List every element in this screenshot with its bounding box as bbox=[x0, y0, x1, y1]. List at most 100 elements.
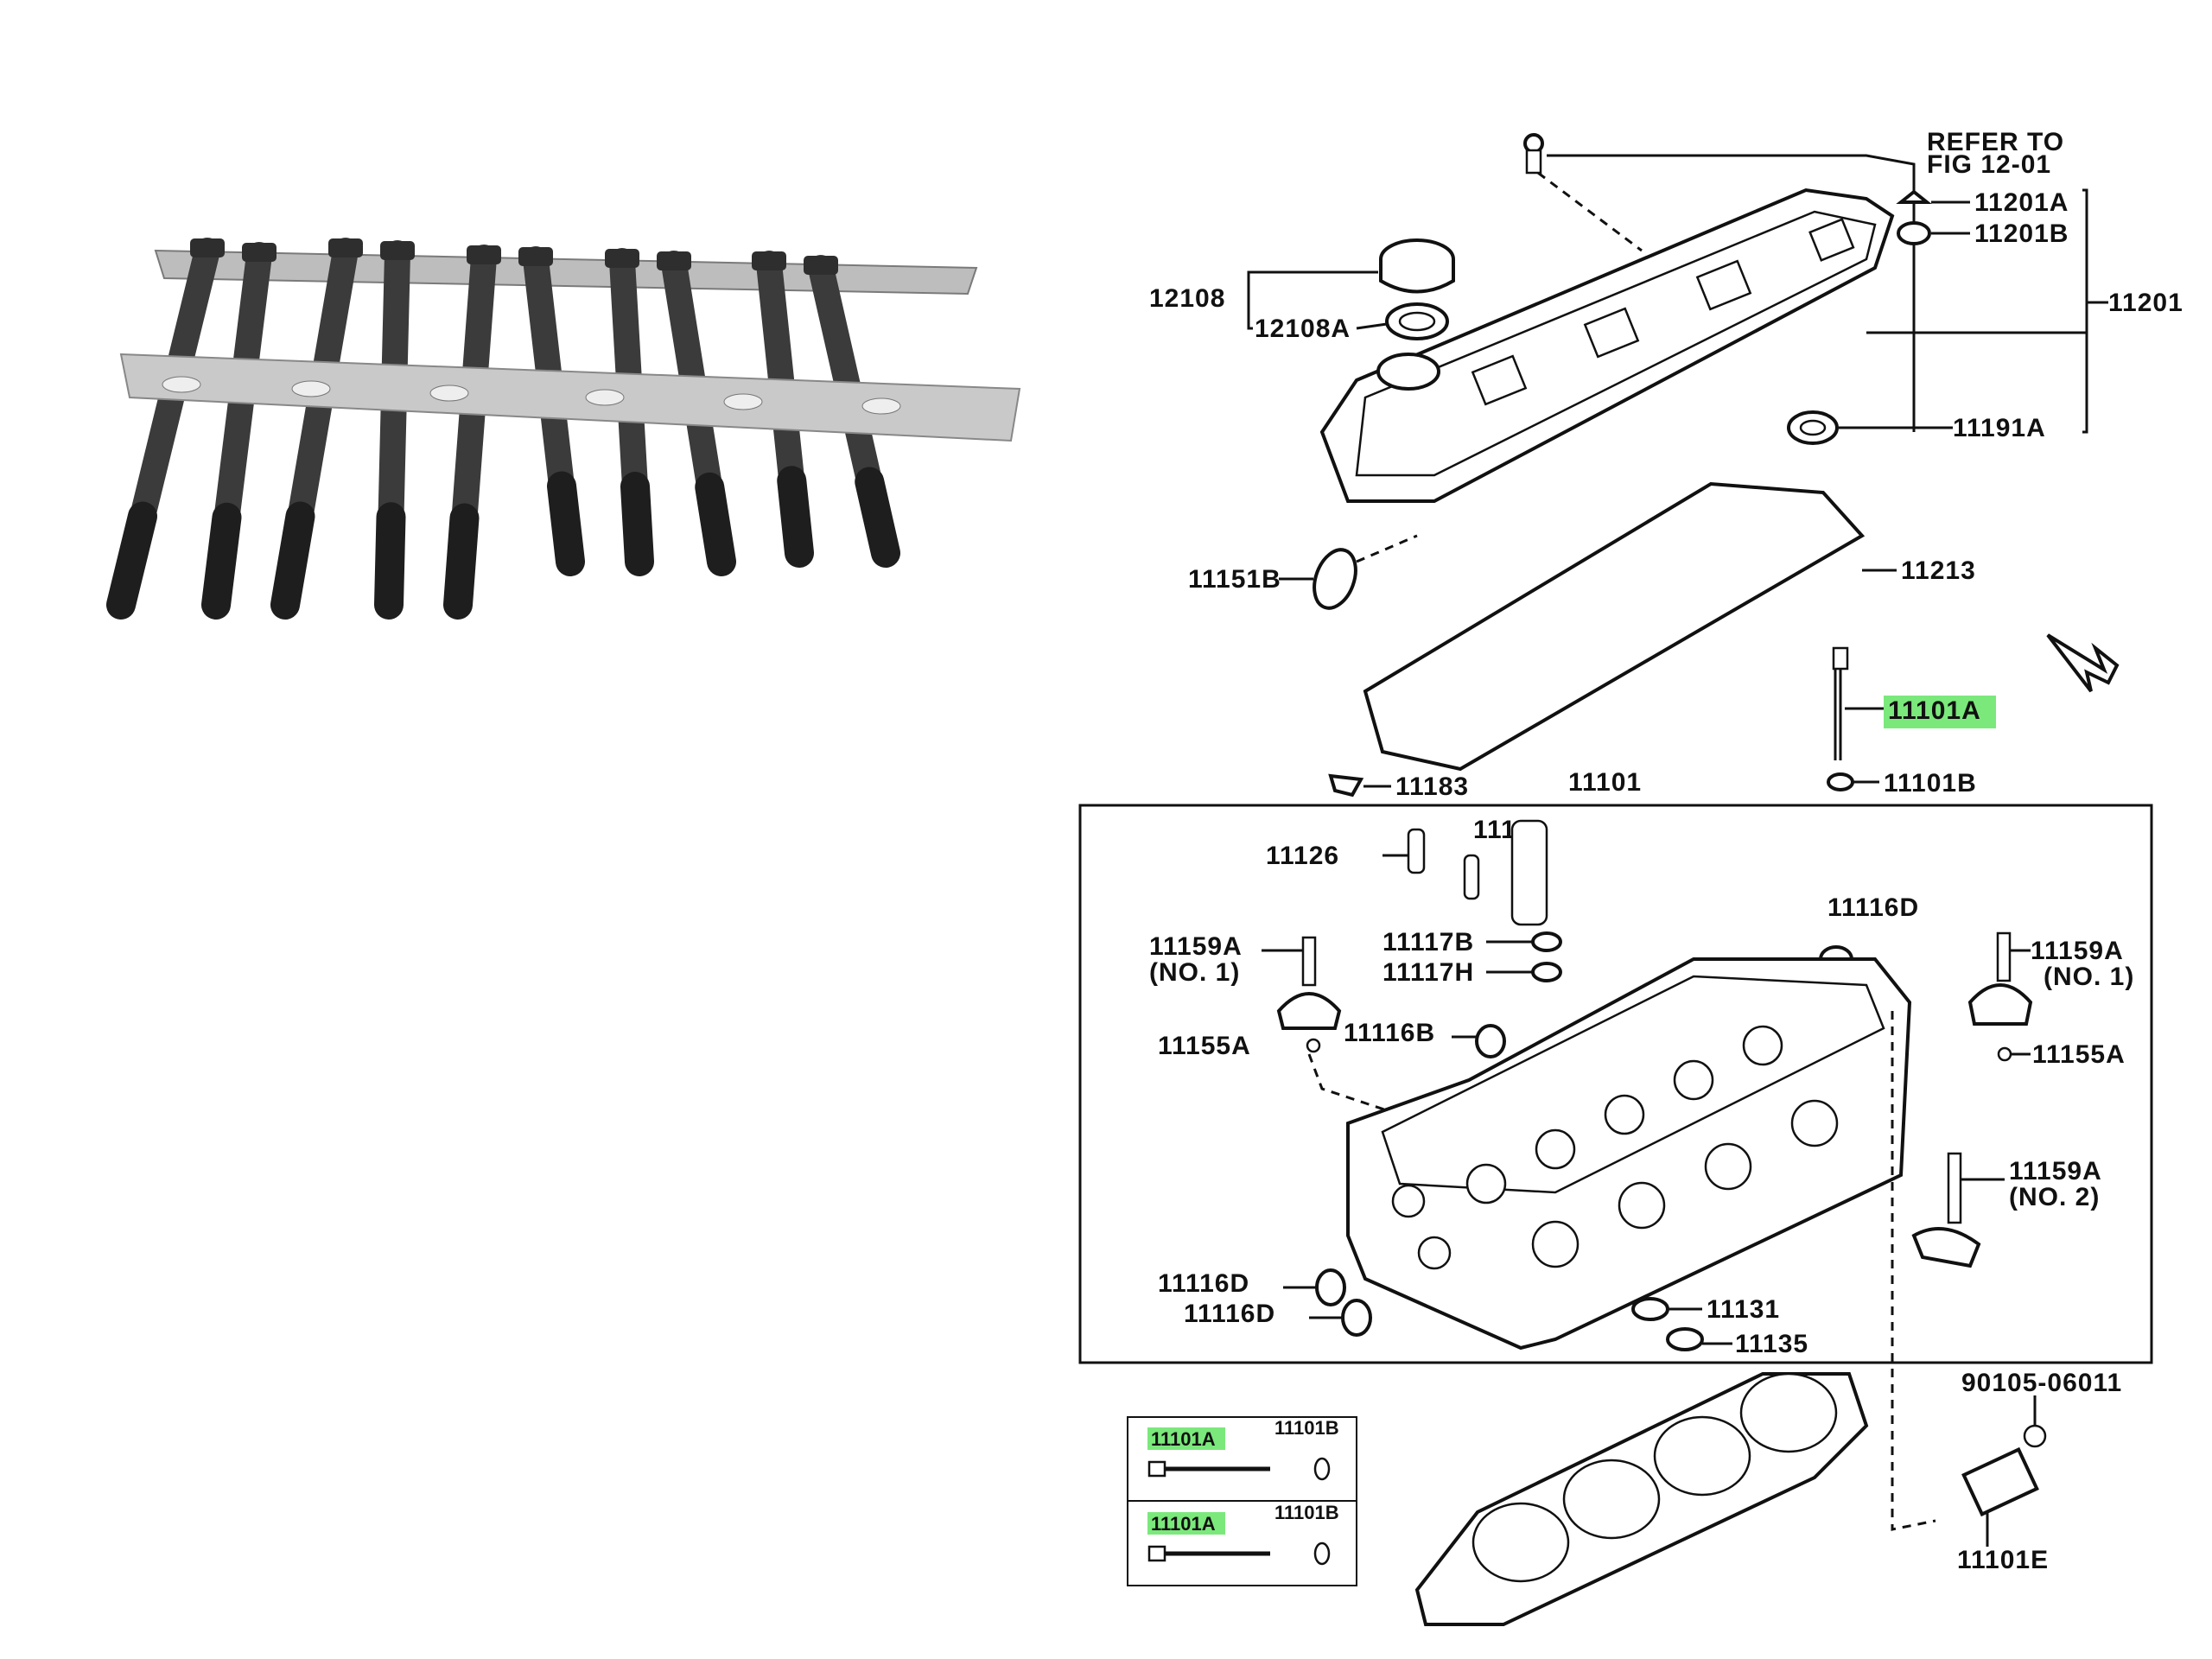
label-11201B: 11201B bbox=[1974, 219, 2069, 248]
label-11117H: 11117H bbox=[1382, 958, 1474, 987]
holder-hole bbox=[429, 385, 469, 402]
washer-11117B bbox=[1531, 931, 1562, 952]
bolt-thread bbox=[620, 472, 654, 576]
ring-11117H bbox=[1531, 962, 1562, 982]
label-11101B: 11101B bbox=[1884, 769, 1977, 798]
bolt-head bbox=[467, 245, 501, 264]
holder-hole bbox=[723, 393, 763, 410]
label-11191A: 11191A bbox=[1953, 414, 2046, 442]
guide-11122 bbox=[1463, 854, 1480, 900]
bearing-cap-right bbox=[1967, 983, 2033, 1026]
bolt-head bbox=[190, 238, 225, 257]
label-12108A: 12108A bbox=[1255, 315, 1351, 343]
label-11116B: 11116B bbox=[1344, 1019, 1435, 1047]
bolt-thread bbox=[695, 472, 736, 576]
bolt-thread bbox=[374, 502, 406, 620]
bolt-thread bbox=[547, 471, 585, 576]
bolt-thread bbox=[270, 501, 315, 620]
label-11116D-a: 11116D bbox=[1158, 1269, 1249, 1298]
label-11101E: 11101E bbox=[1957, 1546, 2049, 1574]
bolt-thread bbox=[443, 503, 480, 620]
rear-bolt-holder bbox=[154, 249, 978, 296]
cap-nut-icon bbox=[1896, 189, 1932, 204]
plug-11116B bbox=[1475, 1024, 1506, 1058]
holder-hole bbox=[861, 397, 901, 415]
sensor-11101E bbox=[1961, 1446, 2039, 1517]
bolt-thread bbox=[777, 466, 814, 568]
label-12108: 12108 bbox=[1149, 284, 1225, 313]
oil-filler-cap bbox=[1379, 238, 1455, 294]
label-11213: 11213 bbox=[1901, 556, 1976, 585]
label-11155A-right: 11155A bbox=[2032, 1040, 2126, 1069]
seal-11131 bbox=[1631, 1297, 1669, 1321]
inset-highlight-2 bbox=[1147, 1512, 1225, 1535]
bolt-thread bbox=[855, 467, 900, 568]
cylinder-head-group-frame bbox=[1078, 804, 2153, 1364]
inset-washer-1 bbox=[1313, 1457, 1331, 1481]
label-11159A-left: 11159A bbox=[1149, 932, 1243, 961]
label-11159A-no2: 11159A bbox=[2009, 1157, 2102, 1185]
bolt-head bbox=[328, 238, 363, 257]
washer-11101B bbox=[1827, 772, 1854, 791]
bearing-cap-left bbox=[1276, 992, 1342, 1030]
cap-bolt-no2 bbox=[1947, 1152, 1962, 1224]
valve-cover-gasket bbox=[1363, 481, 1866, 772]
inset-label-bolt-1: 11101A bbox=[1151, 1428, 1216, 1450]
label-11116D-top: 11116D bbox=[1827, 893, 1919, 922]
head-bolt-set-photo bbox=[106, 238, 1021, 620]
pin-11155A-right bbox=[1997, 1046, 2012, 1062]
bolt-head bbox=[242, 243, 276, 262]
parts-diagram: REFER TO FIG 12-01 11201A 11201B 11201 1… bbox=[1078, 128, 2183, 1626]
label-11159A-right-no: (NO. 1) bbox=[2044, 963, 2134, 991]
label-11159A-left-no: (NO. 1) bbox=[1149, 958, 1240, 987]
inset-washer-2 bbox=[1313, 1541, 1331, 1566]
inset-label-washer-1: 11101B bbox=[1274, 1417, 1339, 1439]
inset-label-washer-2: 11101B bbox=[1274, 1502, 1339, 1523]
valve-cover bbox=[1319, 188, 1895, 503]
bolt-variant-inset: 11101A 11101B 11101A 11101B bbox=[1127, 1416, 1357, 1586]
holder-hole bbox=[585, 389, 625, 406]
bolt-thread bbox=[201, 502, 242, 620]
inset-label-bolt-2: 11101A bbox=[1151, 1513, 1216, 1535]
label-11159A-right: 11159A bbox=[2031, 937, 2124, 965]
plug-11183 bbox=[1328, 773, 1364, 798]
plug-11116D-b bbox=[1341, 1299, 1372, 1337]
refer-label-1: REFER TO bbox=[1927, 128, 2064, 156]
seal-11151B bbox=[1313, 548, 1357, 610]
label-11117B: 11117B bbox=[1382, 928, 1474, 957]
label-11126: 11126 bbox=[1266, 842, 1339, 870]
seal-11135 bbox=[1666, 1327, 1704, 1351]
holder-hole bbox=[291, 380, 331, 397]
bolt-head bbox=[752, 251, 786, 270]
bolt-90105 bbox=[2023, 1424, 2047, 1448]
bearing-cap-no2 bbox=[1911, 1227, 1981, 1268]
bolt-head bbox=[518, 247, 553, 266]
label-11116D-b: 11116D bbox=[1184, 1300, 1275, 1328]
pin-11155A-left bbox=[1306, 1038, 1321, 1053]
label-11101A: 11101A bbox=[1888, 696, 1981, 725]
label-11135: 11135 bbox=[1735, 1330, 1808, 1358]
label-90105-06011: 90105-06011 bbox=[1961, 1369, 2122, 1397]
label-11183: 11183 bbox=[1395, 772, 1469, 801]
label-11101: 11101 bbox=[1568, 768, 1642, 797]
front-bolt-holder bbox=[119, 353, 1021, 442]
inset-highlight-1 bbox=[1147, 1427, 1225, 1450]
label-11201: 11201 bbox=[2108, 289, 2183, 317]
label-11201A: 11201A bbox=[1974, 188, 2069, 217]
refer-label-2: FIG 12-01 bbox=[1927, 150, 2051, 179]
bolt-head bbox=[657, 251, 691, 270]
front-arrow-icon bbox=[2046, 633, 2120, 693]
label-11151B: 11151B bbox=[1188, 565, 1281, 594]
sleeve bbox=[1510, 819, 1548, 926]
holder-holes bbox=[162, 376, 901, 415]
head-bolt-icon bbox=[1832, 646, 1849, 760]
head-gasket bbox=[1414, 1372, 1869, 1626]
holder-hole bbox=[162, 376, 201, 393]
bolt-head bbox=[804, 256, 838, 275]
plug-11116D-a bbox=[1315, 1268, 1346, 1306]
bolt-thread bbox=[106, 501, 157, 620]
cylinder-head bbox=[1346, 957, 1912, 1351]
label-11159A-no2-no: (NO. 2) bbox=[2009, 1183, 2100, 1211]
label-11155A-left: 11155A bbox=[1158, 1032, 1251, 1060]
connector-icon bbox=[1523, 133, 1544, 175]
